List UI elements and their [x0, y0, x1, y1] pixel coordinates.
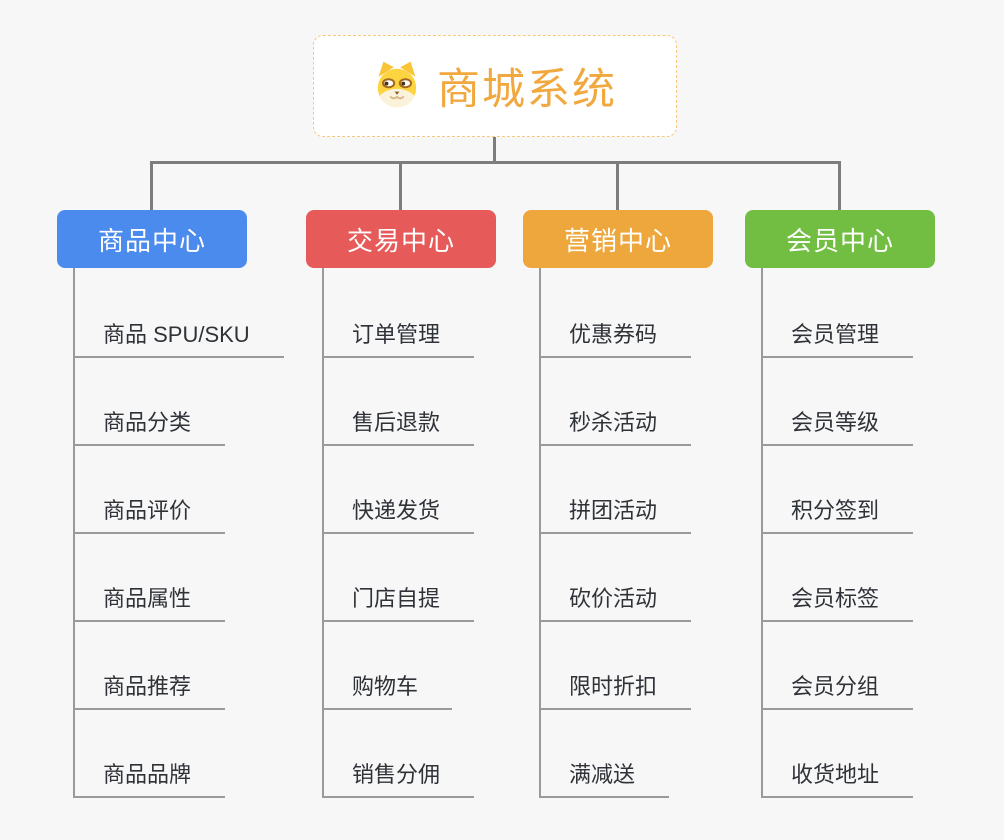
leaf-item[interactable]: 商品分类: [73, 404, 226, 446]
leaf-label: 订单管理: [352, 322, 441, 347]
connector-horizontal: [151, 161, 841, 164]
leaf-label: 限时折扣: [569, 674, 658, 699]
branch-trade-center: 交易中心 订单管理 售后退款 快递发货 门店自提 购物车 销售分佣: [306, 210, 496, 810]
leaf-label: 商品属性: [103, 586, 192, 611]
leaf-label: 销售分佣: [352, 762, 441, 787]
leaf-label: 积分签到: [791, 498, 880, 523]
root-node[interactable]: 商城系统: [313, 35, 677, 137]
leaf-label: 优惠券码: [569, 322, 658, 347]
leaf-item[interactable]: 商品品牌: [73, 756, 226, 798]
connector-branch-drop-2: [399, 161, 402, 210]
shiba-dog-icon: [373, 59, 421, 114]
branch-member-center: 会员中心 会员管理 会员等级 积分签到 会员标签 会员分组 收货地址: [745, 210, 935, 810]
connector-branch-drop-3: [616, 161, 619, 210]
leaf-item[interactable]: 砍价活动: [539, 580, 692, 622]
leaf-label: 商品评价: [103, 498, 192, 523]
leaf-item[interactable]: 收货地址: [761, 756, 914, 798]
root-title: 商城系统: [437, 66, 617, 114]
leaf-label: 商品品牌: [103, 762, 192, 787]
leaf-item[interactable]: 购物车: [322, 668, 453, 710]
leaf-label: 商品 SPU/SKU: [103, 322, 250, 347]
leaf-label: 会员管理: [791, 322, 880, 347]
leaf-label: 快递发货: [352, 498, 441, 523]
leaf-item[interactable]: 商品属性: [73, 580, 226, 622]
connector-branch-drop-4: [838, 161, 841, 210]
leaf-item[interactable]: 满减送: [539, 756, 670, 798]
leaf-item[interactable]: 售后退款: [322, 404, 475, 446]
leaf-item[interactable]: 限时折扣: [539, 668, 692, 710]
leaf-label: 会员分组: [791, 674, 880, 699]
leaf-item[interactable]: 秒杀活动: [539, 404, 692, 446]
leaf-item[interactable]: 积分签到: [761, 492, 914, 534]
branch-node[interactable]: 营销中心: [523, 210, 713, 268]
leaf-item[interactable]: 销售分佣: [322, 756, 475, 798]
branch-node[interactable]: 商品中心: [57, 210, 247, 268]
leaf-label: 砍价活动: [569, 586, 658, 611]
leaf-label: 售后退款: [352, 410, 441, 435]
branch-node[interactable]: 交易中心: [306, 210, 496, 268]
leaf-item[interactable]: 快递发货: [322, 492, 475, 534]
leaf-label: 购物车: [352, 674, 419, 699]
leaf-label: 会员等级: [791, 410, 880, 435]
leaf-label: 秒杀活动: [569, 410, 658, 435]
connector-root-drop: [493, 137, 496, 163]
leaf-item[interactable]: 拼团活动: [539, 492, 692, 534]
leaf-label: 会员标签: [791, 586, 880, 611]
leaf-item[interactable]: 门店自提: [322, 580, 475, 622]
leaf-label: 门店自提: [352, 586, 441, 611]
leaf-label: 商品分类: [103, 410, 192, 435]
leaf-item[interactable]: 会员等级: [761, 404, 914, 446]
leaf-item[interactable]: 优惠券码: [539, 316, 692, 358]
leaf-label: 满减送: [569, 762, 636, 787]
branch-label: 营销中心: [563, 225, 672, 256]
branch-label: 会员中心: [785, 225, 894, 256]
leaf-item[interactable]: 商品评价: [73, 492, 226, 534]
leaf-label: 收货地址: [791, 762, 880, 787]
connector-branch-drop-1: [150, 161, 153, 210]
leaf-item[interactable]: 会员标签: [761, 580, 914, 622]
branch-product-center: 商品中心 商品 SPU/SKU 商品分类 商品评价 商品属性 商品推荐 商品品牌: [57, 210, 284, 810]
branch-label: 交易中心: [346, 225, 455, 256]
branch-node[interactable]: 会员中心: [745, 210, 935, 268]
leaf-item[interactable]: 会员分组: [761, 668, 914, 710]
branch-marketing-center: 营销中心 优惠券码 秒杀活动 拼团活动 砍价活动 限时折扣 满减送: [523, 210, 713, 810]
leaf-label: 拼团活动: [569, 498, 658, 523]
leaf-item[interactable]: 订单管理: [322, 316, 475, 358]
leaf-label: 商品推荐: [103, 674, 192, 699]
leaf-item[interactable]: 商品 SPU/SKU: [73, 316, 284, 358]
leaf-item[interactable]: 会员管理: [761, 316, 914, 358]
branch-label: 商品中心: [97, 225, 206, 256]
leaf-item[interactable]: 商品推荐: [73, 668, 226, 710]
